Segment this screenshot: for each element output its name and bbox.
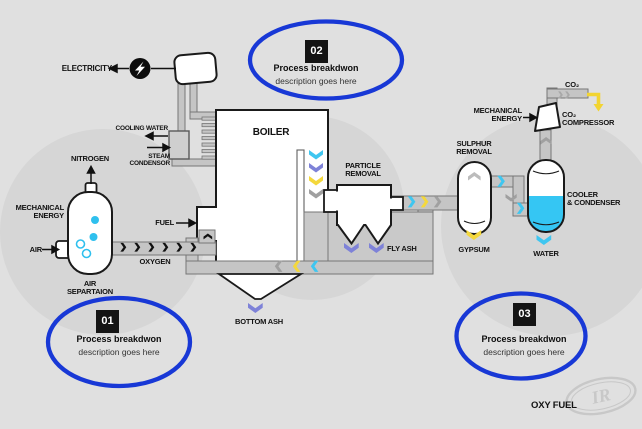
callout-ellipse-01 [45, 295, 193, 389]
air-separation-vessel [55, 182, 113, 275]
callout-ellipse-03 [454, 291, 588, 381]
svg-text:IR: IR [589, 384, 613, 408]
boiler-heat-fins [201, 116, 218, 160]
steam-condenser-box [168, 130, 190, 160]
sulphur-removal-vessel [457, 161, 532, 235]
particle-removal-unit [323, 184, 404, 246]
callout-01-description: description goes here [78, 346, 160, 357]
bottom-ash-funnel [216, 273, 305, 300]
callout-02-number: 02 [305, 40, 328, 63]
air-label: AIR [29, 245, 43, 254]
cooler-condenser-label: COOLER& CONDENSER [567, 190, 621, 208]
co2-label: CO₂ [565, 80, 579, 89]
bottom-ash-label: BOTTOM ASH [235, 316, 283, 326]
callout-03-number: 03 [513, 303, 536, 326]
oxygen-label: OXYGEN [139, 256, 171, 266]
callout-ellipses [45, 19, 588, 389]
boiler-vessel [196, 109, 329, 263]
cooler-condenser-vessel [527, 129, 565, 233]
callout-02-title: Process breakdwon [273, 62, 359, 73]
callout-02-description: description goes here [275, 75, 357, 86]
electricity-bolt-icon [129, 58, 151, 79]
oxy-fuel-label: OXY FUEL [531, 399, 577, 411]
boiler-label: BOILER [252, 127, 290, 138]
cooling-water-label: COOLING WATER [115, 125, 168, 132]
callout-03-description: description goes here [483, 346, 565, 357]
flow-arrows [42, 63, 539, 255]
nitrogen-label: NITROGEN [71, 153, 109, 163]
boiler-partition-wall [296, 149, 305, 263]
ir-logo-watermark: IR [565, 376, 637, 416]
callout-01-title: Process breakdwon [76, 334, 162, 344]
bottom-ash-chevron-down [248, 303, 263, 313]
water-label: WATER [533, 249, 559, 258]
air-separation-bubbles [75, 216, 99, 259]
fuel-label: FUEL [155, 217, 174, 227]
gypsum-label: GYPSUM [458, 245, 490, 254]
co2-exit-arrow [587, 92, 604, 112]
callout-ellipse-02 [247, 19, 405, 101]
callout-03-title: Process breakdwon [481, 334, 567, 344]
fly-ash-label: FLY ASH [387, 244, 417, 253]
callout-01-number: 01 [96, 310, 119, 333]
electricity-label: ELECTRICITY [61, 63, 112, 73]
turbine [173, 51, 218, 86]
cooler-liquid [528, 196, 564, 232]
